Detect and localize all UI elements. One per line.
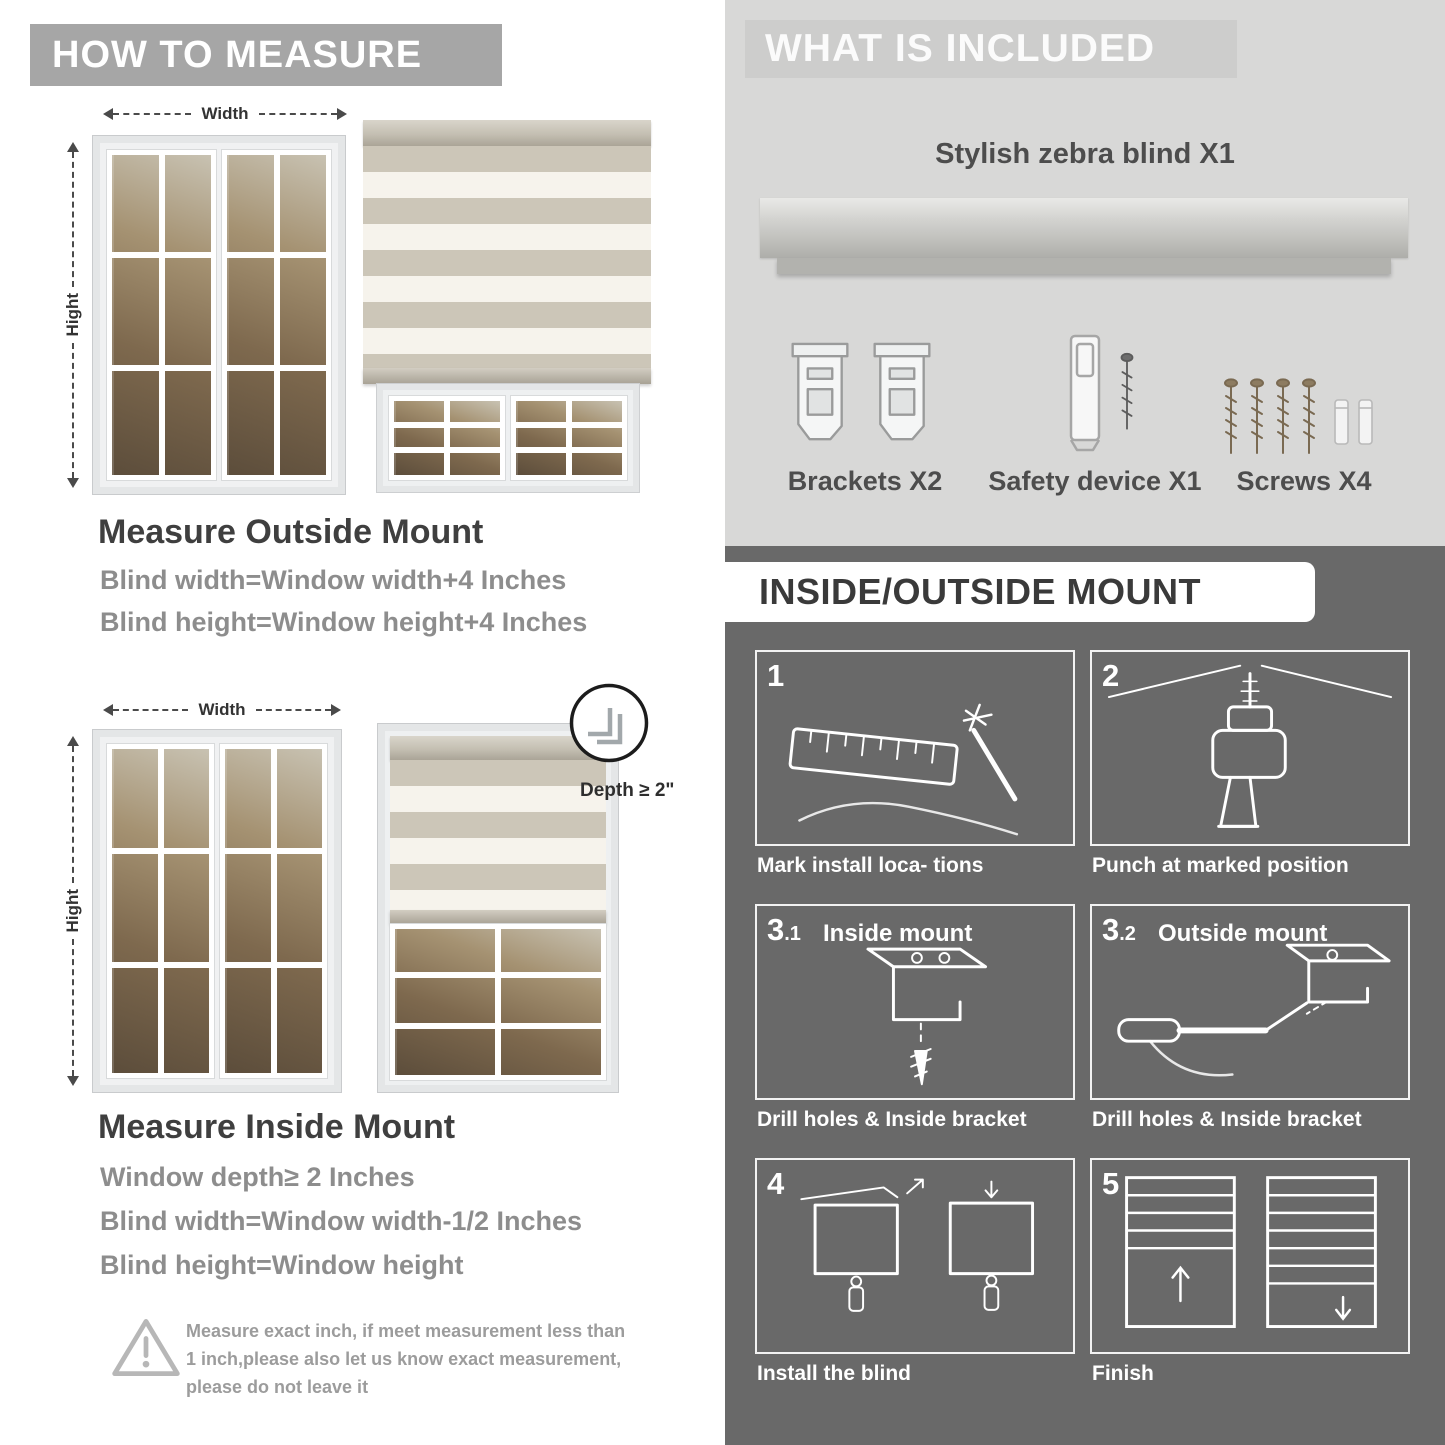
blind-cassette [363,120,651,146]
blind-stripes [390,760,606,910]
height-arrow: Hight [60,142,86,488]
step-number: 2 [1102,658,1120,693]
inside-mount-heading: Measure Inside Mount [98,1108,456,1146]
window-door [511,396,627,480]
screws-label: Screws X4 [1236,466,1372,496]
height-arrow: Hight [60,736,86,1086]
bracket-icon [869,336,935,450]
step-panel-4: 4 [755,1158,1075,1354]
warning-icon [108,1314,184,1382]
height-label: Hight [63,293,82,337]
arrow-down-icon [67,1076,79,1086]
width-arrow: Width [103,104,347,124]
outside-mount-line2: Blind height=Window height+4 Inches [100,607,588,637]
step-caption: Drill holes & Inside bracket [757,1108,1027,1131]
window-door [107,150,216,480]
what-is-included-banner: WHAT IS INCLUDED [745,20,1237,78]
drill-illustration [1107,664,1393,828]
step-title: Inside mount [823,920,973,947]
inside-mount-line3: Blind height=Window height [100,1250,464,1280]
depth-callout-circle [568,682,650,764]
inside-mount-line1: Window depth≥ 2 Inches [100,1162,415,1192]
how-to-measure-banner: HOW TO MEASURE [30,24,502,86]
zebra-blind-outside [363,120,651,384]
mount-instructions-section: INSIDE/OUTSIDE MOUNT 1 Mark install loca… [725,546,1445,1445]
blind-cassette-lip [777,258,1391,274]
blind-cassette-illustration [760,198,1408,258]
arrow-up-icon [67,142,79,152]
product-title: Stylish zebra blind X1 [935,138,1235,170]
safety-device-label: Safety device X1 [988,466,1202,496]
outside-mount-line1: Blind width=Window width+4 Inches [100,565,567,595]
step-number: 1 [767,658,785,693]
warning-text: Measure exact inch, if meet measurement … [186,1321,626,1397]
step-panel-3-1: 3.1 Inside mount [755,904,1075,1100]
width-label: Width [201,104,249,123]
step-caption: Install the blind [757,1362,912,1385]
width-label: Width [198,700,246,719]
window-corner-zoom-icon [569,683,649,763]
step-panel-3-2: 3.2 Outside mount [1090,904,1410,1100]
step-panel-5: 5 [1090,1158,1410,1354]
step-number: 5 [1102,1166,1120,1201]
inside-bracket-illustration [866,947,987,1086]
blind-cassette [390,736,606,760]
arrow-right-icon [337,108,347,120]
what-is-included-section: WHAT IS INCLUDED Stylish zebra blind X1 [725,0,1445,546]
height-label: Hight [63,889,82,933]
arrow-up-icon [67,736,79,746]
partial-window-below-blind [376,383,640,493]
screw-icon [1119,352,1135,436]
finish-illustration [1125,1176,1377,1328]
mark-location-illustration [788,703,1019,836]
window-photo-inside [92,729,342,1093]
step-panel-1: 1 [755,650,1075,846]
step-caption: Mark install loca- tions [757,854,984,877]
outside-bracket-illustration [1117,943,1391,1077]
width-arrow: Width [103,700,341,720]
outside-mount-heading: Measure Outside Mount [98,513,484,551]
bracket-icon [787,336,853,450]
screws-and-anchors-icon [1223,378,1393,462]
arrow-right-icon [331,704,341,716]
mount-banner: INSIDE/OUTSIDE MOUNT [725,562,1315,622]
blind-bottom-rail [363,368,651,384]
inside-mount-line2: Blind width=Window width-1/2 Inches [100,1206,583,1236]
arrow-left-icon [103,704,113,716]
step-panel-2: 2 [1090,650,1410,846]
zebra-blind-inside-window [377,723,619,1093]
window-door [389,396,505,480]
step-caption: Punch at marked position [1092,854,1349,877]
window-photo-outside [92,135,346,495]
arrow-down-icon [67,478,79,488]
step-number: 4 [767,1166,785,1201]
step-caption: Finish [1092,1362,1154,1385]
install-blind-illustration [800,1178,1035,1312]
brackets-label: Brackets X2 [787,466,943,496]
step-number: 3.2 [1102,912,1136,947]
blind-stripes [363,146,651,368]
window-door [220,744,327,1078]
arrow-left-icon [103,108,113,120]
blind-bottom-rail [390,910,606,924]
window-door [107,744,214,1078]
step-caption: Drill holes & Inside bracket [1092,1108,1362,1131]
step-title: Outside mount [1158,920,1328,947]
safety-device-icon [1063,332,1107,454]
step-number: 3.1 [767,912,801,947]
depth-label: Depth ≥ 2" [580,780,675,801]
window-door [390,924,606,1080]
window-door [222,150,331,480]
